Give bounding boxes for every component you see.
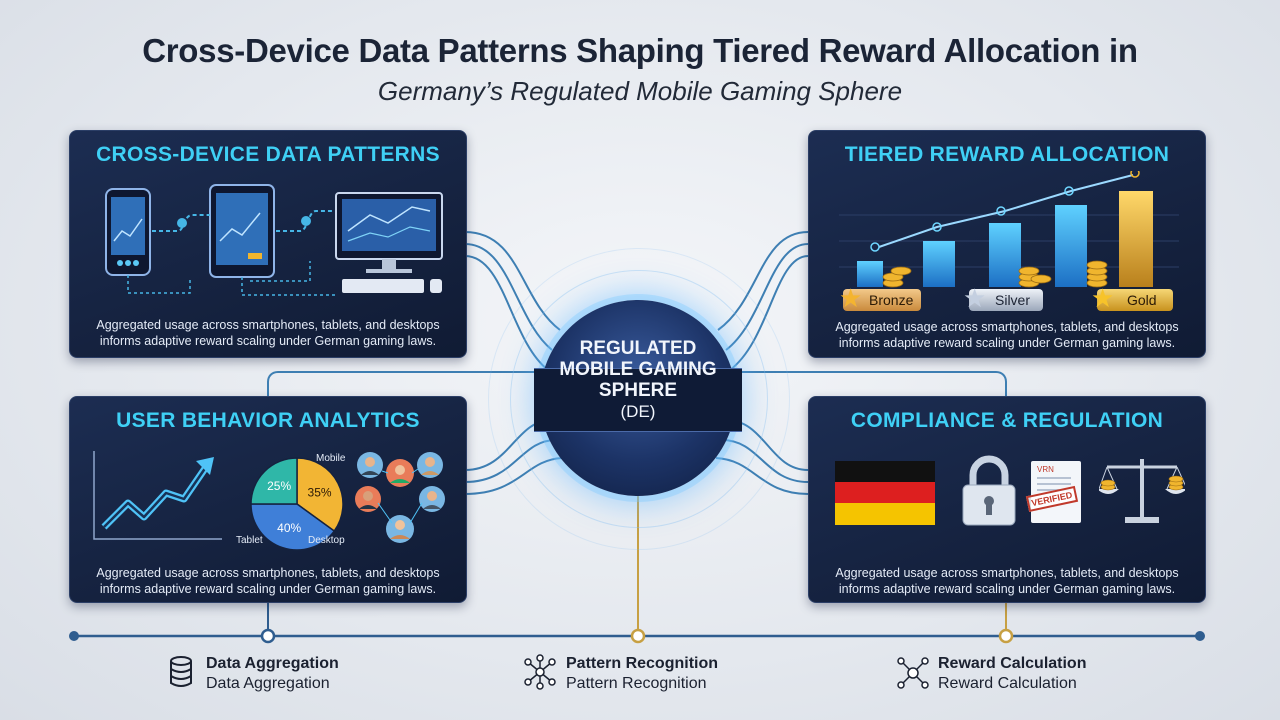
timeline-step-subtitle: Pattern Recognition	[566, 675, 707, 692]
germany-flag-icon	[835, 461, 935, 525]
description-line: informs adaptive reward scaling under Ge…	[838, 336, 1176, 350]
tier-bar-illustration	[839, 171, 1179, 288]
avatar	[386, 459, 414, 487]
star-icon: ★	[1091, 283, 1115, 313]
description-line: informs adaptive reward scaling under Ge…	[99, 582, 437, 596]
tier-label: Silver	[995, 292, 1031, 308]
hub-line: (DE)	[620, 402, 656, 421]
avatar	[419, 486, 445, 512]
timeline-step-reward-calculation: Reward Calculation Reward Calculation	[938, 654, 1086, 694]
avatar	[417, 452, 443, 478]
timeline-step-title: Pattern Recognition	[566, 655, 719, 672]
panel-description: Aggregated usage across smartphones, tab…	[70, 317, 466, 349]
pie-slice-desktop	[250, 457, 298, 505]
compliance-panel: COMPLIANCE & REGULATION VRN VERIFIED Agg…	[808, 396, 1206, 603]
panel-title: COMPLIANCE & REGULATION	[850, 409, 1164, 432]
smartphone-icon	[105, 188, 151, 276]
timeline-step-pattern-recognition: Pattern Recognition Pattern Recognition	[566, 654, 718, 694]
page-subtitle: Germany’s Regulated Mobile Gaming Sphere	[377, 76, 903, 106]
hub-label: REGULATED MOBILE GAMING SPHERE (DE)	[540, 338, 736, 422]
pie-legend-mobile: Mobile	[316, 453, 346, 464]
desktop-icon	[335, 192, 443, 293]
description-line: Aggregated usage across smartphones, tab…	[835, 320, 1179, 334]
pie-value-label: 25%	[267, 479, 291, 493]
panel-description: Aggregated usage across smartphones, tab…	[809, 565, 1205, 597]
user-behavior-panel: USER BEHAVIOR ANALYTICS 35% 40% 25% Mobile…	[69, 396, 467, 603]
cross-device-panel: CROSS-DEVICE DATA PATTERNS	[69, 130, 467, 358]
central-hub: REGULATED MOBILE GAMING SPHERE (DE)	[534, 300, 742, 496]
tiered-reward-panel: TIERED REWARD ALLOCATION ★ Bronze ★ S	[808, 130, 1206, 358]
hub-band	[534, 368, 742, 432]
tier-label: Gold	[1127, 292, 1157, 308]
network-icon	[524, 654, 556, 690]
tablet-icon	[209, 184, 275, 278]
timeline-step-title: Reward Calculation	[938, 655, 1087, 672]
document-lines	[1037, 477, 1071, 479]
star-icon: ★	[963, 283, 987, 313]
user-avatars	[355, 452, 445, 543]
description-line: Aggregated usage across smartphones, tab…	[96, 566, 440, 580]
document-header: VRN	[1037, 465, 1054, 474]
verified-document: VRN VERIFIED	[1025, 461, 1081, 523]
description-line: Aggregated usage across smartphones, tab…	[835, 566, 1179, 580]
pie-legend-tablet: Tablet	[236, 535, 263, 546]
page-title: Cross-Device Data Patterns Shaping Tiere…	[142, 32, 1138, 69]
hub-network-icon	[897, 657, 929, 689]
description-line: informs adaptive reward scaling under Ge…	[99, 334, 437, 348]
hub-line: REGULATED	[579, 338, 697, 359]
avatar	[357, 452, 383, 478]
pie-value-label: 35%	[308, 486, 332, 500]
panel-description: Aggregated usage across smartphones, tab…	[70, 565, 466, 597]
database-icon	[170, 656, 192, 687]
description-line: informs adaptive reward scaling under Ge…	[838, 582, 1176, 596]
trend-line-illustration	[93, 451, 222, 540]
device-share-pie-chart: 35% 40% 25%	[250, 457, 344, 551]
panel-title: CROSS-DEVICE DATA PATTERNS	[96, 143, 440, 166]
timeline-step-subtitle: Data Aggregation	[206, 675, 330, 692]
panel-description: Aggregated usage across smartphones, tab…	[809, 319, 1205, 351]
tier-label: Bronze	[869, 292, 914, 308]
padlock-icon	[962, 455, 1016, 526]
avatar	[386, 515, 414, 543]
verified-stamp: VERIFIED	[1025, 486, 1078, 512]
pie-slice-mobile	[296, 457, 344, 533]
tier-badge-silver: ★ Silver	[963, 283, 1043, 313]
hub-line: MOBILE GAMING	[559, 359, 717, 380]
timeline-step-title: Data Aggregation	[206, 655, 339, 672]
tier-badge-bronze: ★ Bronze	[839, 283, 921, 313]
pie-slice-tablet	[250, 503, 336, 551]
timeline-step-subtitle: Reward Calculation	[938, 675, 1077, 692]
panel-title: TIERED REWARD ALLOCATION	[844, 143, 1170, 166]
devices-illustration	[105, 184, 443, 296]
pie-value-label: 40%	[277, 521, 301, 535]
hub-line: SPHERE	[598, 380, 678, 401]
tier-badge-gold: ★ Gold	[1091, 283, 1173, 313]
hub-glow-ring	[488, 248, 790, 550]
description-line: Aggregated usage across smartphones, tab…	[96, 318, 440, 332]
pie-legend-desktop: Desktop	[308, 535, 345, 546]
timeline-step-data-aggregation: Data Aggregation Data Aggregation	[206, 654, 339, 694]
scales-of-justice-icon	[1099, 459, 1185, 523]
avatar	[355, 486, 381, 512]
star-icon: ★	[839, 283, 863, 313]
panel-title: USER BEHAVIOR ANALYTICS	[116, 409, 420, 432]
